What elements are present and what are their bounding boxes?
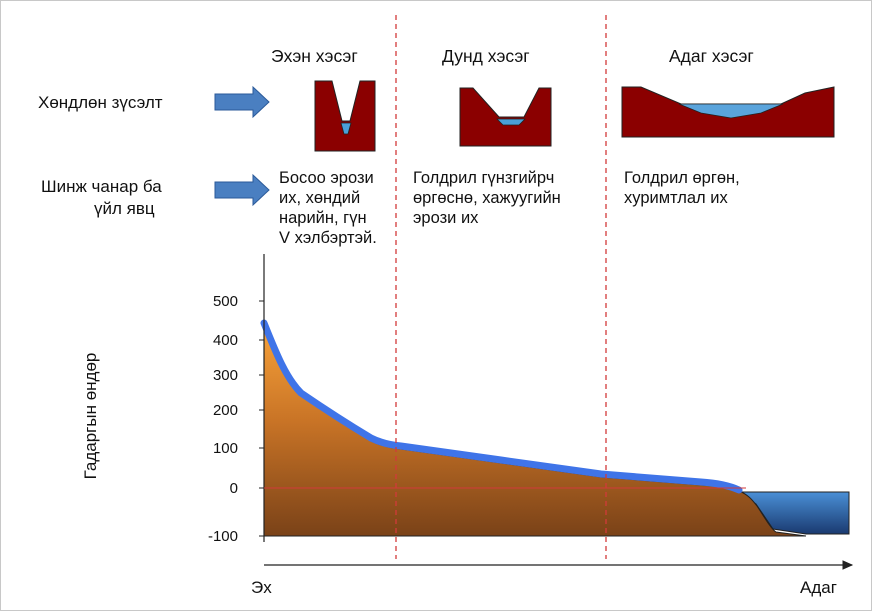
cross-section-middle [459, 87, 552, 147]
row-label-properties-line2: үйл явц [94, 199, 155, 218]
description-middle: Голдрил гүнзгийрч өргөснө, хажуугийн эро… [413, 169, 561, 227]
y-tick-label: -100 [207, 528, 238, 545]
section-header-middle: Дунд хэсэг [442, 46, 530, 66]
x-start-label: Эх [251, 578, 272, 597]
y-tick-label: 500 [212, 293, 238, 310]
x-end-label: Адаг [800, 578, 837, 597]
description-lower: Голдрил өргөн, хуримтлал их [624, 169, 740, 207]
section-header-upper: Эхэн хэсэг [271, 46, 358, 66]
row-label-properties-line1: Шинж чанар ба [41, 177, 162, 196]
y-ticks [259, 300, 264, 537]
cross-section-lower [621, 86, 835, 138]
row-label-cross-section: Хөндлөн зүсэлт [38, 93, 163, 112]
cross-section-upper [314, 80, 376, 152]
y-tick-label: 300 [212, 367, 238, 384]
description-upper: Босоо эрози их, хөндий нарийн, гүн V хэл… [279, 169, 377, 247]
y-tick-label: 400 [212, 332, 238, 349]
y-tick-label: 0 [229, 480, 238, 497]
y-tick-label: 200 [212, 402, 238, 419]
arrow-icon [214, 85, 270, 119]
arrow-icon [214, 173, 270, 207]
section-header-lower: Адаг хэсэг [669, 46, 754, 66]
river-line [260, 319, 743, 494]
y-tick-label: 100 [212, 440, 238, 457]
land-profile-area [263, 325, 807, 537]
